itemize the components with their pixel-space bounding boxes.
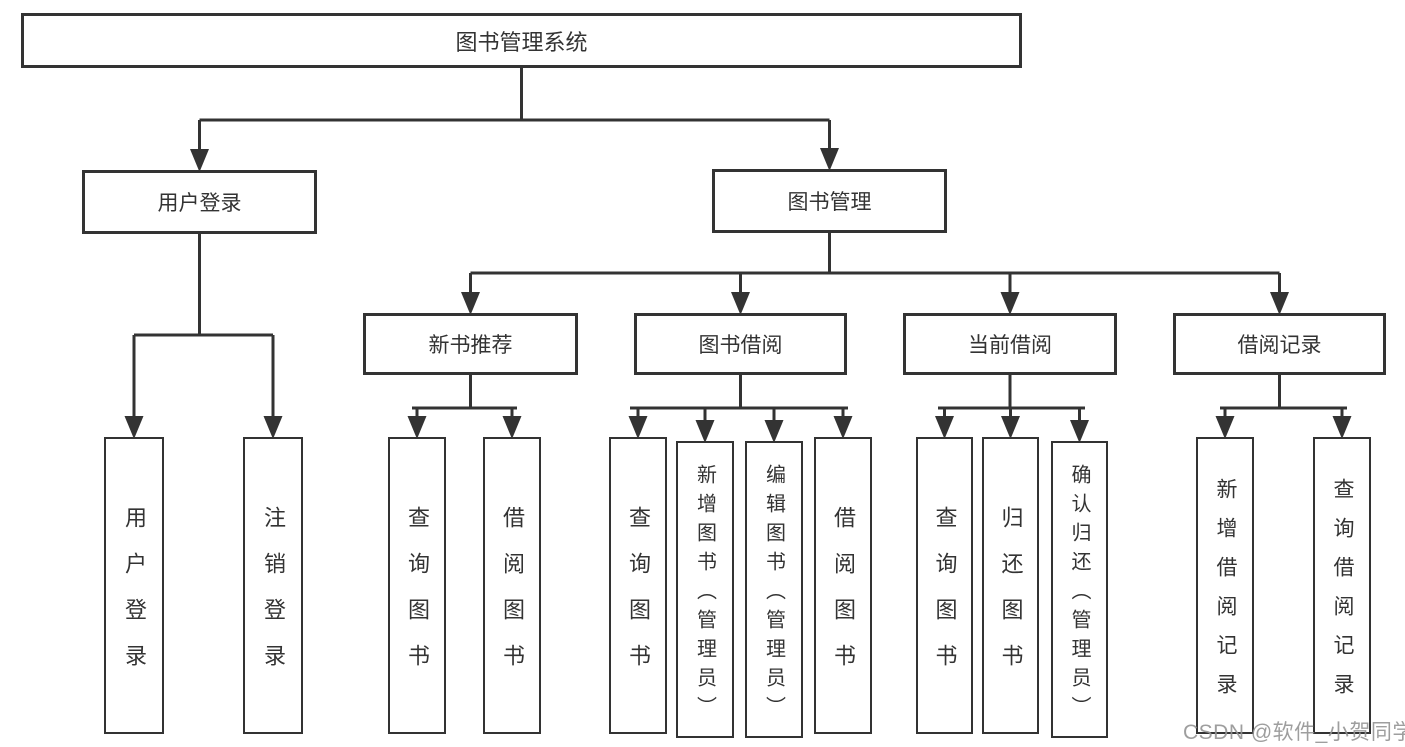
leaf-borrow-books-1: 借阅图书 <box>483 437 541 734</box>
node-label: 图书管理系统 <box>455 29 588 55</box>
leaf-query-books-1: 查询图书 <box>388 437 446 734</box>
node-user-login: 用户登录 <box>82 170 317 234</box>
csdn-watermark: CSDN @软件_小贺同学 <box>1183 721 1405 744</box>
leaf-confirm-return-admin: 确认归还（管理员） <box>1051 441 1108 738</box>
leaf-edit-book-admin: 编辑图书（管理员） <box>745 441 803 738</box>
leaf-logout: 注销登录 <box>243 437 303 734</box>
leaf-add-borrow-record: 新增借阅记录 <box>1196 437 1254 734</box>
leaf-borrow-books-2: 借阅图书 <box>814 437 872 734</box>
node-label: 借阅记录 <box>1237 334 1322 357</box>
node-book-borrow: 图书借阅 <box>634 313 847 375</box>
leaf-add-book-admin: 新增图书（管理员） <box>676 441 734 738</box>
node-label: 当前借阅 <box>968 334 1052 357</box>
node-current-borrow: 当前借阅 <box>903 313 1117 375</box>
node-book-management: 图书管理 <box>712 169 947 233</box>
node-library-management-system: 图书管理系统 <box>21 13 1022 68</box>
node-borrow-records: 借阅记录 <box>1173 313 1386 375</box>
node-label: 图书管理 <box>787 191 872 214</box>
leaf-query-borrow-record: 查询借阅记录 <box>1313 437 1371 734</box>
leaf-user-login: 用户登录 <box>104 437 164 734</box>
node-label: 新书推荐 <box>428 334 513 357</box>
leaf-query-books-3: 查询图书 <box>916 437 973 734</box>
node-new-book-recommend: 新书推荐 <box>363 313 578 375</box>
leaf-return-books: 归还图书 <box>982 437 1039 734</box>
node-label: 图书借阅 <box>698 334 783 357</box>
node-label: 用户登录 <box>157 192 242 215</box>
leaf-query-books-2: 查询图书 <box>609 437 667 734</box>
